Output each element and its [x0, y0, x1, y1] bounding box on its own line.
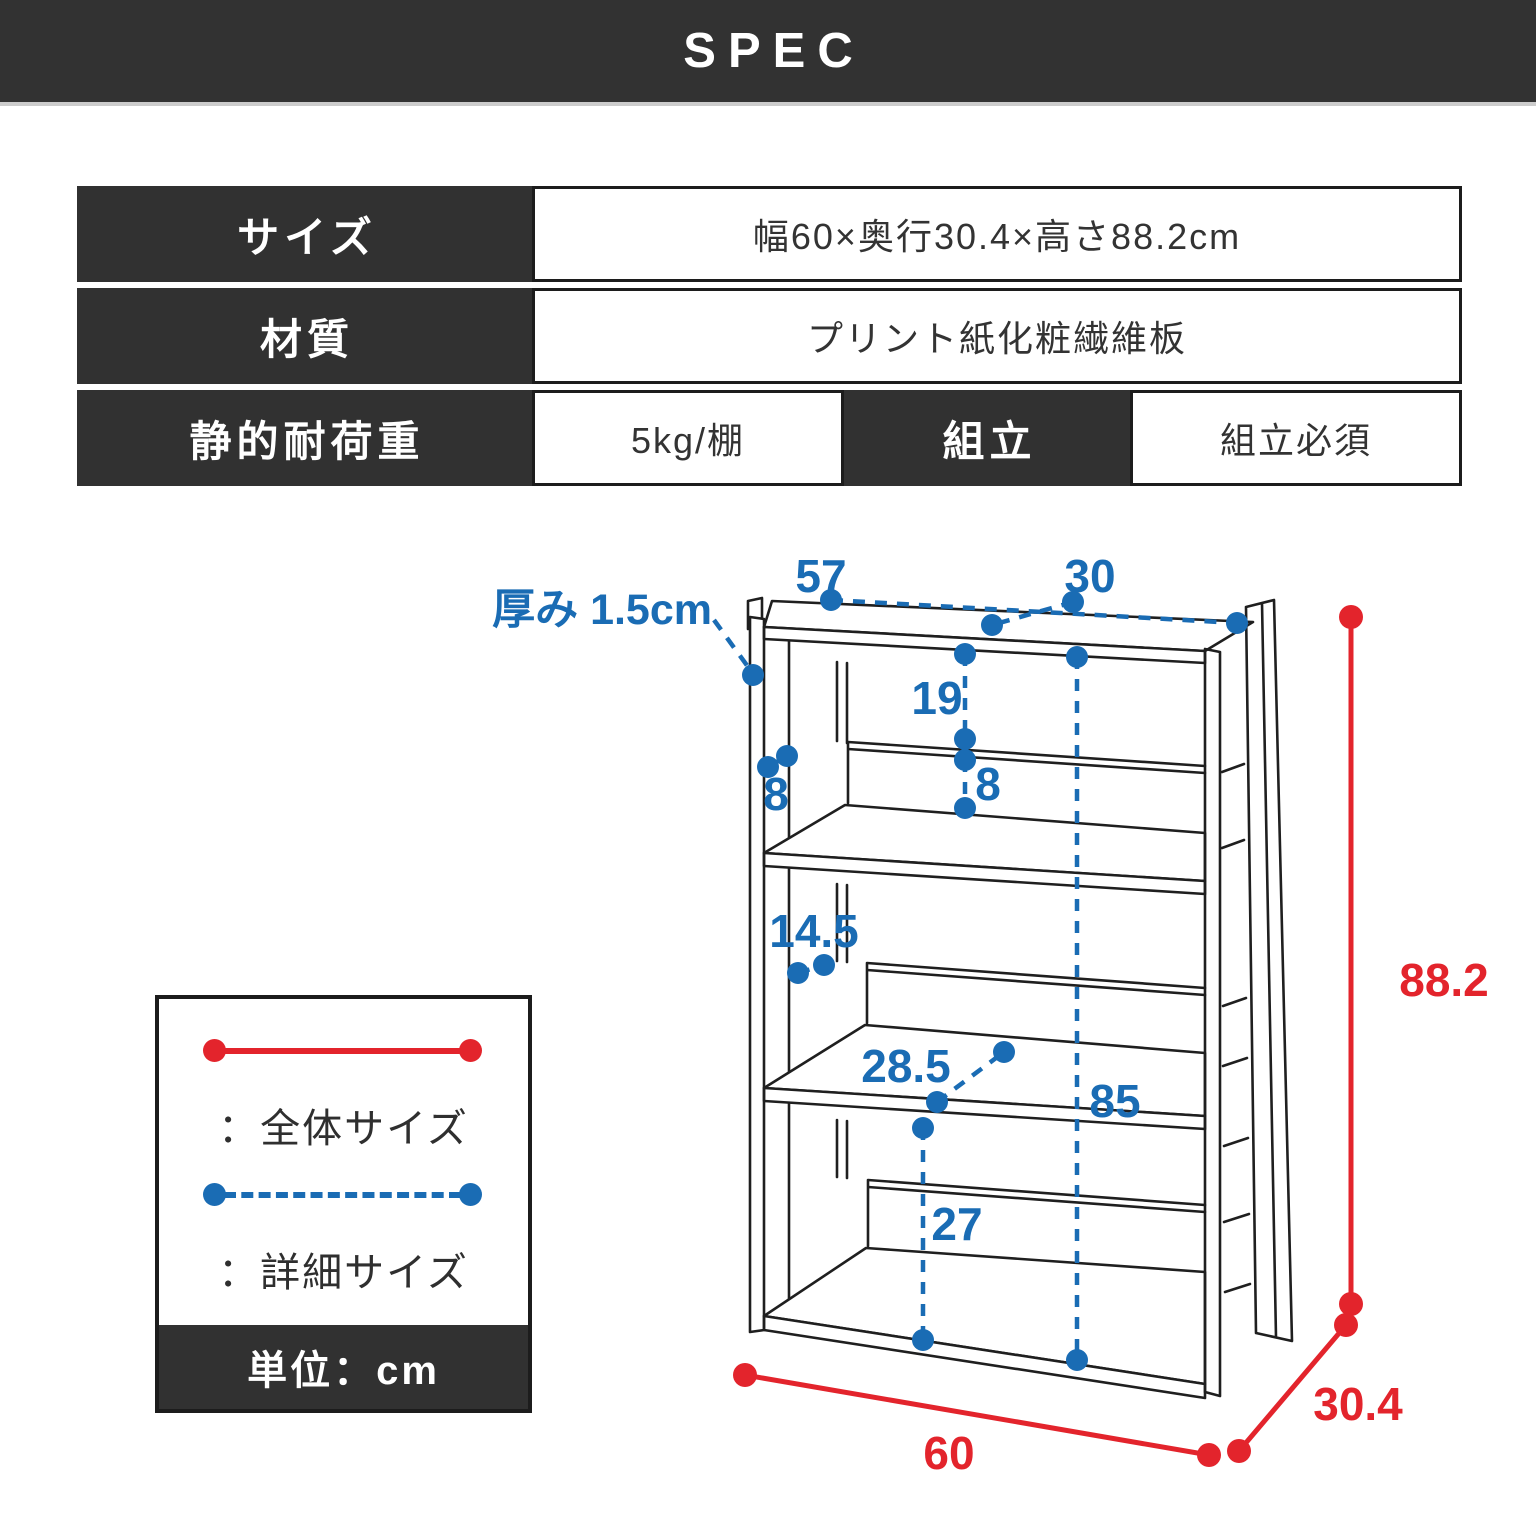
- legend-unit-label: 単位：cm: [159, 1325, 528, 1409]
- shelf-drawing: [746, 596, 1294, 1400]
- spec-row-material-value: プリント紙化粧繊維板: [532, 288, 1462, 384]
- detail-dimensions: 厚み 1.5cm 57 30 19 8 8 14.5 28.5 27 85: [492, 550, 1248, 1371]
- dim-label-28-5: 28.5: [861, 1040, 951, 1092]
- dim-line-60: [742, 1372, 1212, 1458]
- legend-blue-dashed-line: [224, 1191, 461, 1198]
- rear-left-leg: [746, 596, 764, 631]
- legend-box: ：全体サイズ ：詳細サイズ 単位：cm: [155, 995, 532, 1413]
- detail-dimension-dots: [742, 589, 1248, 1371]
- dim-label-85: 85: [1089, 1075, 1140, 1127]
- backstop-top: [846, 740, 1207, 805]
- dim-line-30-4: [1236, 1322, 1349, 1454]
- spec-row-load-label: 静的耐荷重: [77, 390, 532, 486]
- dim-label-27: 27: [931, 1198, 982, 1250]
- thickness-label: 厚み 1.5cm: [492, 586, 712, 634]
- page-title-text: SPEC: [683, 24, 865, 78]
- dim-label-57: 57: [795, 550, 846, 602]
- dim-label-8-left: 8: [763, 768, 789, 820]
- legend-detail-label: ：詳細サイズ: [218, 1251, 469, 1295]
- dim-label-30-4: 30.4: [1313, 1378, 1403, 1430]
- spec-row-assembly-value: 組立必須: [1130, 390, 1462, 486]
- rear-right-leg: [1244, 598, 1294, 1343]
- page-title: SPEC: [0, 0, 1536, 106]
- spec-row-size-value: 幅60×奥行30.4×高さ88.2cm: [532, 186, 1462, 282]
- backstop-bottom: [866, 1178, 1207, 1248]
- dim-label-88-2: 88.2: [1399, 954, 1489, 1006]
- legend-blue-dot-left: [203, 1183, 226, 1206]
- dim-label-60: 60: [923, 1427, 974, 1479]
- spec-row-load-value: 5kg/棚: [532, 390, 844, 486]
- legend-detail-sample-line: [203, 1183, 482, 1206]
- dim-line-30: [991, 599, 1074, 628]
- right-side-rungs: [1220, 762, 1252, 1294]
- front-right-leg: [1203, 647, 1222, 1398]
- rear-left-leg-glimpses: [835, 660, 849, 1180]
- legend-overall-sample-line: [203, 1039, 482, 1062]
- overall-dimensions: 88.2 30.4 60: [733, 605, 1489, 1479]
- legend-red-dot-right: [459, 1039, 482, 1062]
- dim-line-28-5: [935, 1050, 1006, 1104]
- legend-overall-label: ：全体サイズ: [218, 1107, 469, 1151]
- dim-label-19: 19: [911, 672, 962, 724]
- dim-label-30: 30: [1064, 550, 1115, 602]
- legend-blue-dot-right: [459, 1183, 482, 1206]
- dim-label-8-center: 8: [975, 758, 1001, 810]
- dim-line-57: [830, 597, 1238, 626]
- legend-red-line: [224, 1047, 461, 1054]
- legend-red-dot-left: [203, 1039, 226, 1062]
- overall-dimension-dots: [733, 605, 1363, 1467]
- spec-row-assembly-label: 組立: [844, 390, 1130, 486]
- thickness-leader-line: [712, 618, 753, 673]
- dim-label-14-5: 14.5: [769, 905, 859, 957]
- backstop-middle: [865, 961, 1207, 1025]
- spec-row-size-label: サイズ: [77, 186, 532, 282]
- spec-table: サイズ 幅60×奥行30.4×高さ88.2cm 材質 プリント紙化粧繊維板 静的…: [77, 186, 1462, 486]
- spec-row-material-label: 材質: [77, 288, 532, 384]
- front-left-leg: [748, 615, 766, 1334]
